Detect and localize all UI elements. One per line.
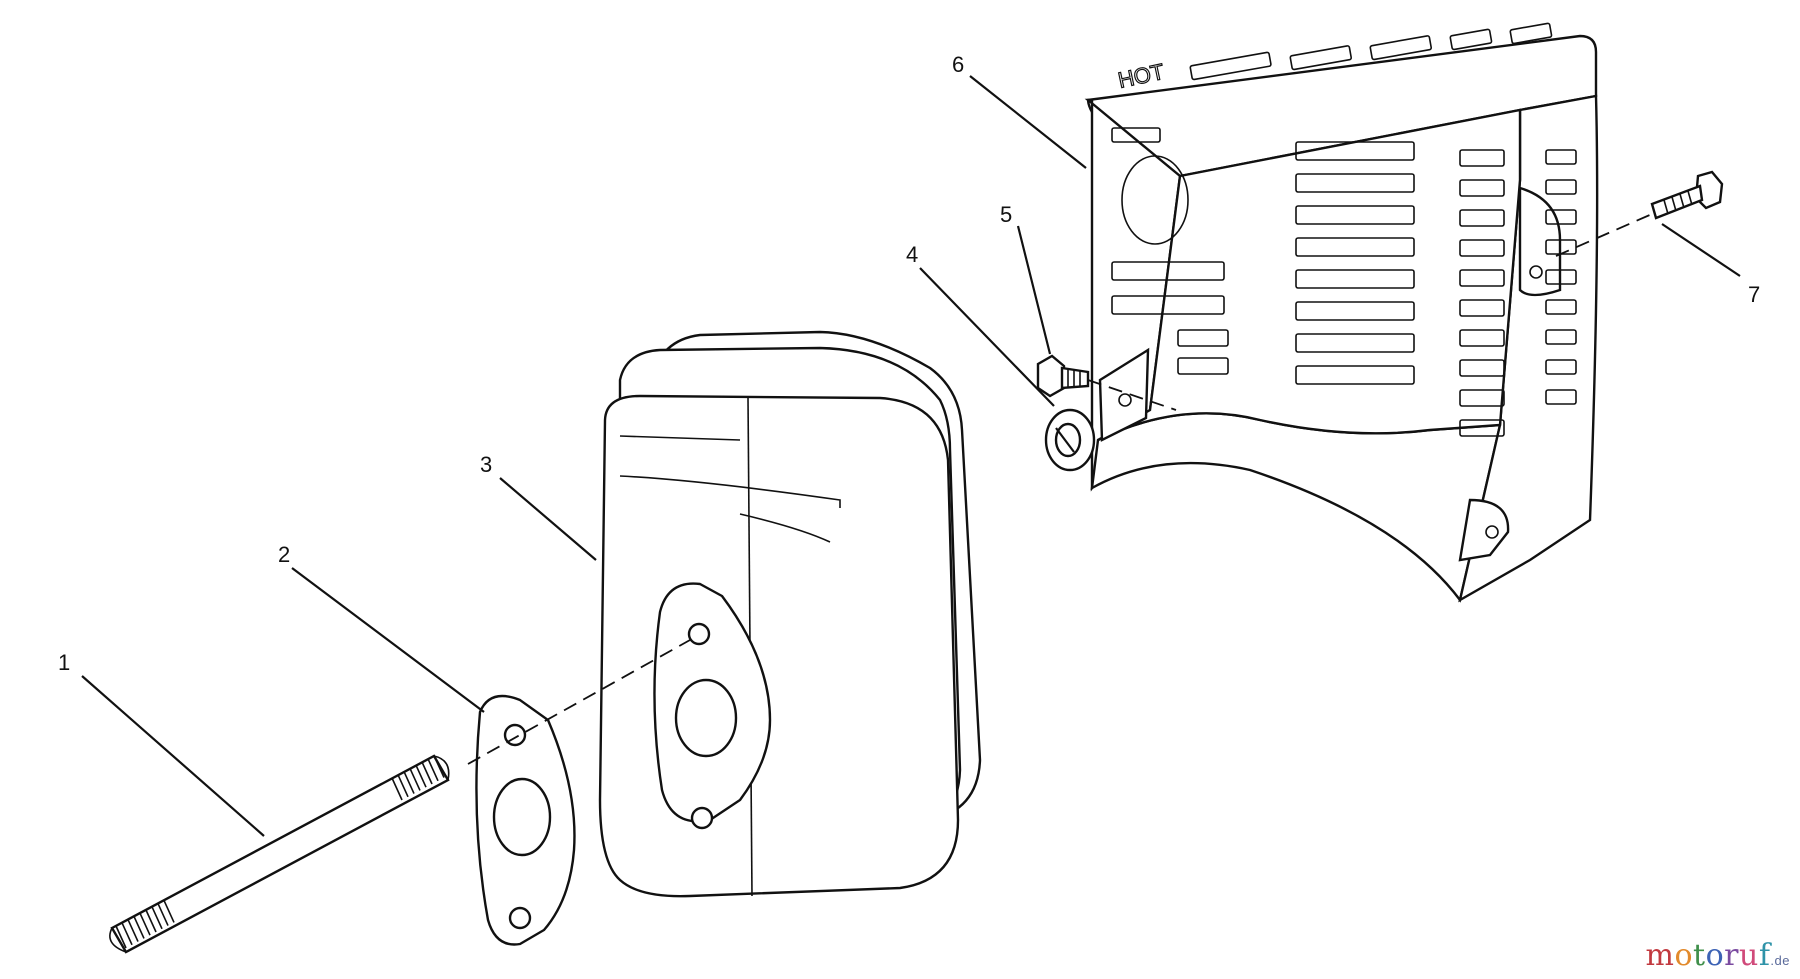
- hot-label: HOT: [1116, 59, 1167, 93]
- alignment-line: [1555, 213, 1653, 257]
- lock-washer-icon: [1044, 408, 1096, 472]
- callout-6: 6: [952, 52, 964, 77]
- callout-7: 7: [1748, 282, 1760, 307]
- callout-2: 2: [278, 542, 290, 567]
- alignment-line: [1087, 379, 1177, 411]
- callout-4: 4: [906, 242, 918, 267]
- leader-lines: [81, 75, 1741, 837]
- watermark-tld: .de: [1770, 953, 1790, 968]
- screw-icon: [1036, 354, 1090, 398]
- alignment-line: [467, 639, 691, 765]
- watermark-name: motoruf: [1645, 938, 1771, 973]
- watermark-logo: motoruf.de: [1646, 938, 1791, 973]
- callout-5: 5: [1000, 202, 1012, 227]
- gasket-icon: [475, 694, 576, 946]
- muffler-icon: [598, 330, 982, 898]
- heat-shield-icon: HOT: [1084, 22, 1599, 603]
- callout-3: 3: [480, 452, 492, 477]
- callout-1: 1: [58, 650, 70, 675]
- screw-icon: [1650, 170, 1724, 220]
- stud-icon: [109, 754, 450, 954]
